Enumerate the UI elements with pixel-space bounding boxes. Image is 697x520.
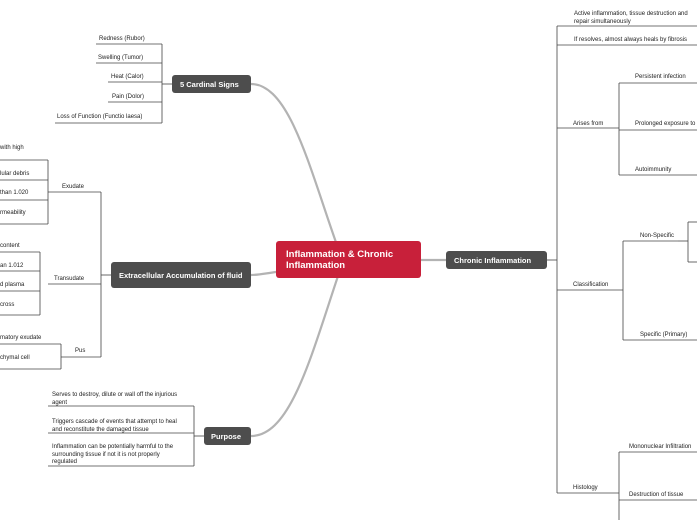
histology-item-mononuclear[interactable]: Mononuclear Infiltration bbox=[629, 444, 692, 450]
cardinal-item-loss-of-function[interactable]: Loss of Function (Functio laesa) bbox=[57, 114, 143, 120]
transudate-item-2[interactable]: an 1.012 bbox=[0, 263, 24, 269]
arises-item-prolonged-exposure[interactable]: Prolonged exposure to bbox=[635, 121, 696, 127]
purpose-item-1[interactable]: Serves to destroy, dilute or wall off th… bbox=[52, 392, 178, 406]
branch-purpose-label: Purpose bbox=[211, 431, 242, 441]
arises-item-autoimmunity[interactable]: Autoimmunity bbox=[635, 167, 672, 173]
chronic-item-heals-by-fibrosis[interactable]: If resolves, almost always heals by fibr… bbox=[574, 37, 688, 43]
pus-item-2[interactable]: chymal cell bbox=[0, 355, 30, 361]
classification-item-non-specific[interactable]: Non-Specific bbox=[640, 233, 675, 239]
branch-cardinal-signs[interactable]: 5 Cardinal Signs bbox=[172, 75, 251, 93]
classification-label[interactable]: Classification bbox=[573, 282, 609, 288]
arises-from-label[interactable]: Arises from bbox=[573, 121, 604, 127]
chronic-item-active-inflammation[interactable]: Active inflammation, tissue destruction … bbox=[574, 11, 688, 25]
classification-item-specific[interactable]: Specific (Primary) bbox=[640, 332, 688, 338]
transudate-item-3[interactable]: d plasma bbox=[0, 282, 25, 288]
connector-extracellular bbox=[249, 270, 278, 277]
branch-chronic-inflammation[interactable]: Chronic Inflammation bbox=[446, 251, 547, 269]
pus-item-1[interactable]: matory exudate bbox=[0, 335, 42, 341]
connector-cardinal bbox=[249, 82, 340, 250]
cardinal-item-swelling[interactable]: Swelling (Tumor) bbox=[98, 55, 144, 61]
exudate-item-3[interactable]: than 1.020 bbox=[0, 190, 29, 196]
central-topic-label: Inflammation & Chronic Inflammation bbox=[286, 248, 394, 271]
purpose-item-3[interactable]: Inflammation can be potentially harmful … bbox=[52, 444, 174, 465]
exudate-label[interactable]: Exudate bbox=[62, 184, 85, 190]
pus-label[interactable]: Pus bbox=[75, 348, 86, 354]
branch-extracellular-fluid[interactable]: Extracellular Accumulation of fluid bbox=[111, 262, 251, 288]
purpose-item-2[interactable]: Triggers cascade of events that attempt … bbox=[52, 419, 177, 433]
cardinal-item-heat[interactable]: Heat (Calor) bbox=[111, 74, 144, 80]
exudate-item-1[interactable]: with high bbox=[0, 145, 24, 151]
connector-purpose bbox=[249, 274, 340, 438]
transudate-item-4[interactable]: cross bbox=[0, 302, 15, 308]
cardinal-item-redness[interactable]: Redness (Rubor) bbox=[99, 36, 145, 42]
cardinal-item-pain[interactable]: Pain (Dolor) bbox=[112, 94, 145, 100]
branch-cardinal-signs-label: 5 Cardinal Signs bbox=[180, 79, 239, 89]
central-topic[interactable]: Inflammation & Chronic Inflammation bbox=[276, 241, 421, 278]
transudate-label[interactable]: Transudate bbox=[54, 276, 85, 282]
branch-chronic-inflammation-label: Chronic Inflammation bbox=[454, 255, 532, 265]
branch-purpose[interactable]: Purpose bbox=[204, 427, 251, 445]
arises-item-persistent-infection[interactable]: Persistent infection bbox=[635, 74, 686, 80]
histology-label[interactable]: Histology bbox=[573, 485, 598, 491]
exudate-item-4[interactable]: rmeability bbox=[0, 210, 26, 216]
histology-item-destruction[interactable]: Destruction of tissue bbox=[629, 492, 684, 498]
exudate-item-2[interactable]: lular debris bbox=[0, 171, 30, 177]
transudate-item-1[interactable]: content bbox=[0, 243, 20, 249]
branch-extracellular-fluid-label: Extracellular Accumulation of fluid bbox=[119, 270, 243, 280]
